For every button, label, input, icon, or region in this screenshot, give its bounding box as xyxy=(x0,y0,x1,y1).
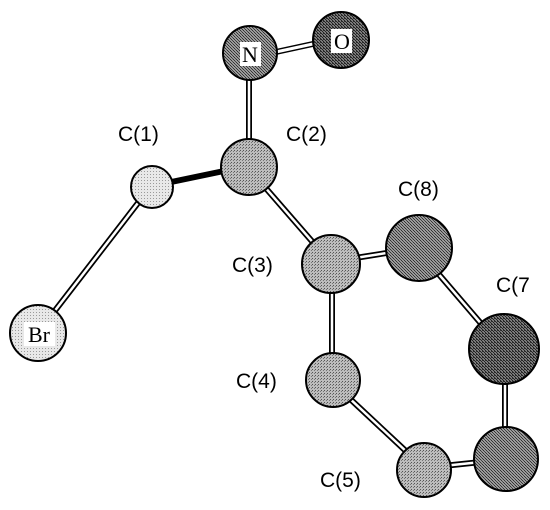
in-atom-labels: N O Br xyxy=(24,29,352,347)
atom-label-c2: C(2) xyxy=(286,123,327,146)
atom-c7 xyxy=(468,313,540,385)
atom-c3 xyxy=(301,234,361,294)
bond-c1-br xyxy=(37,187,151,333)
atom-label-c1: C(1) xyxy=(118,123,159,146)
atom-label-c8: C(8) xyxy=(398,178,439,201)
outside-labels: C(1) C(2) C(3) C(4) C(5) C(7 C(8) xyxy=(118,123,530,492)
atom-label-br: Br xyxy=(28,322,51,347)
atom-label-c5: C(5) xyxy=(320,469,361,492)
atom-c8 xyxy=(385,214,453,282)
atom-label-o: O xyxy=(334,29,350,54)
atom-c4 xyxy=(305,352,361,408)
atom-c1 xyxy=(130,165,174,209)
atom-label-c3: C(3) xyxy=(232,254,273,277)
atom-c2 xyxy=(220,138,278,196)
atom-c6 xyxy=(473,426,539,492)
atoms xyxy=(9,11,540,498)
atom-label-c7: C(7 xyxy=(496,274,530,297)
atom-label-n: N xyxy=(242,42,258,67)
atom-label-c4: C(4) xyxy=(236,370,277,393)
atom-c5 xyxy=(396,442,452,498)
